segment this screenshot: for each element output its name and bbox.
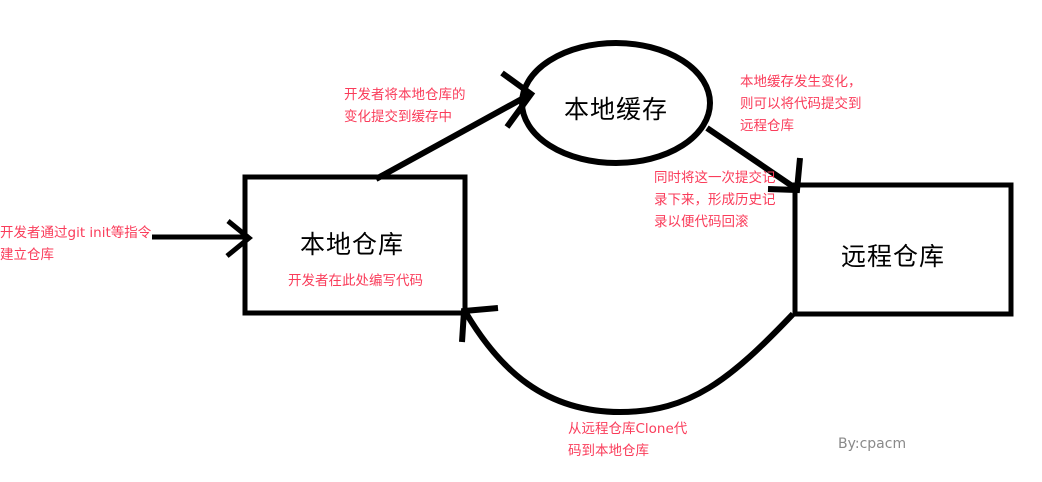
annotation-push-to-remote-note-line-1: 本地缓存发生变化， <box>740 74 862 90</box>
annotation-init-note-line-1: 开发者通过git init等指令 <box>0 225 152 241</box>
annotation-push-to-remote-note-line-3: 远程仓库 <box>740 118 794 134</box>
annotation-commit-to-cache-note: 开发者将本地仓库的 变化提交到缓存中 <box>344 84 466 128</box>
annotation-clone-note-line-1: 从远程仓库Clone代 <box>568 421 688 437</box>
annotation-init-note: 开发者通过git init等指令 建立仓库 <box>0 222 151 266</box>
annotation-push-to-remote-note-line-2: 则可以将代码提交到 <box>740 96 862 112</box>
node-local-cache-label: 本地缓存 <box>564 95 669 124</box>
annotation-history-note: 同时将这一次提交记 录下来，形成历史记 录以便代码回滚 <box>654 167 776 233</box>
annotation-clone-note: 从远程仓库Clone代 码到本地仓库 <box>568 418 687 462</box>
edge-remote-to-local-repo-arrow <box>459 305 796 416</box>
node-local-repo-shape <box>242 174 468 316</box>
annotation-init-note-line-2: 建立仓库 <box>0 247 54 263</box>
annotation-history-note-line-1: 同时将这一次提交记 <box>654 170 776 186</box>
node-remote-repo-shape <box>792 182 1014 317</box>
edge-cache-to-remote-arrow <box>705 125 803 194</box>
annotation-clone-note-line-2: 码到本地仓库 <box>568 443 649 459</box>
edge-local-repo-to-cache-arrow <box>374 70 536 182</box>
edge-init-arrow <box>152 219 253 258</box>
node-local-repo-label: 本地仓库 <box>300 230 405 259</box>
annotation-push-to-remote-note: 本地缓存发生变化， 则可以将代码提交到 远程仓库 <box>740 71 862 137</box>
node-remote-repo-label: 远程仓库 <box>841 242 946 271</box>
annotation-history-note-line-2: 录下来，形成历史记 <box>654 192 776 208</box>
annotation-commit-to-cache-note-line-2: 变化提交到缓存中 <box>344 109 452 125</box>
annotation-history-note-line-3: 录以便代码回滚 <box>654 214 749 230</box>
node-local-repo-inner-note: 开发者在此处编写代码 <box>288 273 423 289</box>
annotation-commit-to-cache-note-line-1: 开发者将本地仓库的 <box>344 87 466 103</box>
author-signature: By:cpacm <box>838 436 907 452</box>
